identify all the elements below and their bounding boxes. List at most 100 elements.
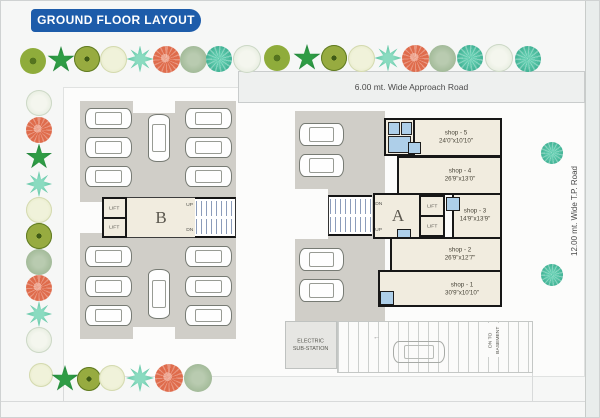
toilet-cell [388,122,400,135]
tree-olive-icon [20,48,46,74]
page-title: GROUND FLOOR LAYOUT [31,9,201,32]
toilet-square [408,142,421,154]
tree-pale-icon [99,45,127,73]
stair-flight [330,199,371,214]
lift-cell: LIFT [104,219,125,237]
ramp-direction-arrow: ← [373,334,380,341]
shop-4-label: shop - 4 26'9"x13'0" [445,167,476,183]
tree-teal-icon [541,264,563,286]
parked-car [85,305,132,326]
tree-pale-icon [29,363,53,387]
tree-pale-icon [347,44,375,72]
tree-red-icon [401,44,429,72]
lift-shaft-a: LIFT LIFT [419,195,445,237]
tree-teal-icon [515,46,541,72]
tree-red-icon [26,275,52,301]
tree-spiky-icon [126,45,154,73]
shop-1-label: shop - 1 30'9"x10'10" [445,281,479,297]
tree-spiky-icon [374,44,402,72]
parked-car [185,305,232,326]
tree-olive2-icon [321,45,347,71]
tree-red-icon [26,117,52,143]
lobby-b: B [127,197,195,238]
parked-car [185,137,232,158]
parked-car [299,248,344,271]
lift-cell: LIFT [421,217,443,235]
slab-notch [133,327,175,339]
tree-pale2-icon [26,90,52,116]
shop-1-room [378,270,502,307]
shop-name: shop - 1 [450,281,474,289]
tree-teal-icon [541,142,563,164]
shop-size: 24'0"x10'10" [438,137,474,145]
shop-size: 30'9"x10'10" [444,289,480,297]
shop-5-label: shop - 5 24'0"x10'10" [439,129,473,145]
parked-car [148,269,170,319]
shop-size: 14'9"x13'9" [459,215,491,223]
parked-car [185,246,232,267]
tree-pale-icon [26,197,52,223]
lift-shaft-b: LIFT LIFT [102,197,127,238]
stairs-a-up-label: UP [375,226,383,233]
parked-car [185,276,232,297]
approach-road-label: 6.00 mt. Wide Approach Road [354,82,469,92]
electric-label-line2: SUB-STATION [293,345,329,352]
toilet-square [380,291,394,305]
staircase-b [195,197,236,238]
lift-cell: LIFT [104,199,125,219]
shop-2-label: shop - 2 26'9"x12'7" [445,246,476,262]
parked-car [299,279,344,302]
stair-flight [330,217,371,232]
shop-name: shop - 5 [444,129,468,137]
lift-label: LIFT [426,223,438,229]
boundary-line [1,401,585,402]
shop-2-room [390,237,502,272]
tree-pale2-icon [233,45,261,73]
tree-spiky-icon [26,301,52,327]
tree-palm-icon [51,365,79,391]
tree-sage-icon [26,249,52,275]
building-b-label: B [155,207,167,227]
tree-palm-icon [293,44,321,70]
tree-olive2-icon [26,223,52,249]
slab-notch [133,101,175,113]
toilet-square [446,197,460,211]
tree-olive2-icon [74,46,100,72]
tree-sage-icon [184,364,212,392]
stairs-a-dn-label: DN [375,200,383,207]
parked-car [85,276,132,297]
tree-teal-icon [457,45,483,71]
lift-label: LIFT [109,205,120,211]
tree-sage-icon [179,45,207,73]
shop-size: 26'9"x12'7" [444,254,476,262]
lift-label: LIFT [109,224,120,231]
approach-road: 6.00 mt. Wide Approach Road [238,71,585,103]
boundary-line [63,377,64,401]
tree-spiky-icon [26,171,52,197]
tree-pale-icon [99,365,125,391]
parked-car [85,166,132,187]
parked-car [185,108,232,129]
tree-pale2-icon [485,44,513,72]
stairs-b-up-label: UP [186,201,194,208]
tree-olive-icon [264,45,290,71]
stairs-b-dn-label: DN [186,226,194,233]
electric-label-line1: ELECTRIC [297,338,325,345]
tree-pale2-icon [26,327,52,353]
toilet-cell [401,122,412,135]
electric-substation: ELECTRIC SUB-STATION [285,321,337,369]
ramp-car [393,341,445,363]
lift-cell: LIFT [421,197,443,217]
shop-3-label: shop - 3 14'9"x13'9" [460,207,491,223]
shop-size: 26'9"x13'0" [444,175,476,183]
slab-notch [295,189,328,239]
lift-label: LIFT [426,203,438,209]
tree-spiky-icon [126,364,154,392]
parked-car [299,123,344,146]
toilet-block-a [384,118,415,156]
tree-teal-icon [206,46,232,72]
parked-car [148,114,170,162]
parked-car [185,166,232,187]
